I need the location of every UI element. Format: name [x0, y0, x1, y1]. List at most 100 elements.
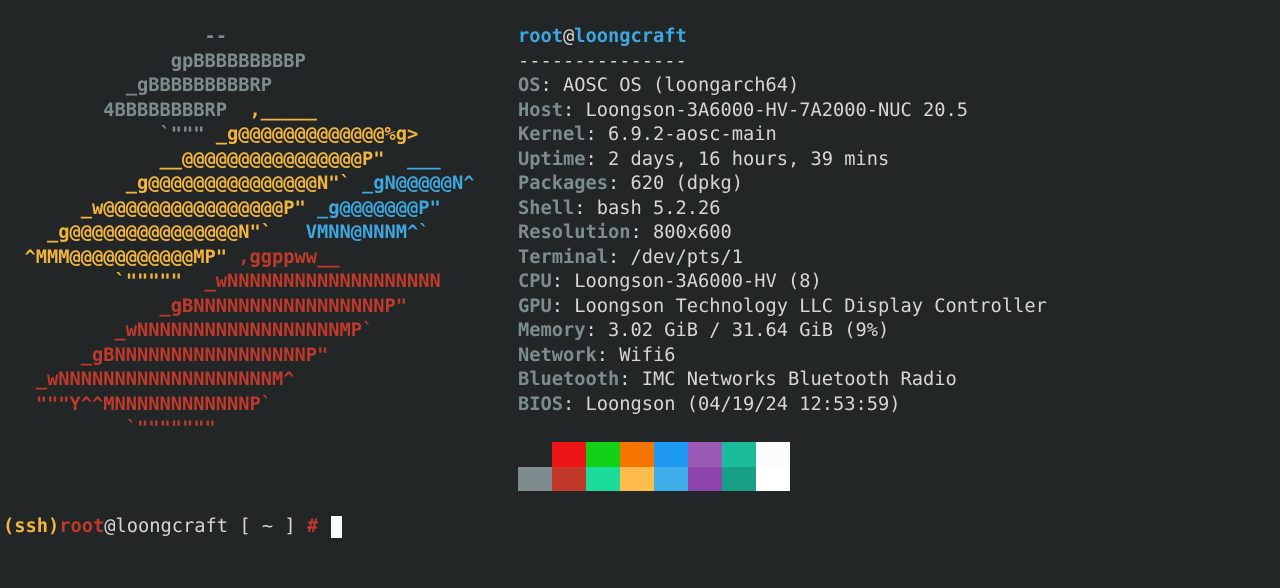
title-user: root — [518, 26, 564, 47]
palette-swatch-bright — [654, 466, 688, 491]
prompt-path: [ ~ ] — [228, 516, 307, 537]
palette-swatch-normal — [552, 442, 586, 467]
ascii-logo-line: _gBNNNNNNNNNNNNNNNNNP" — [2, 344, 329, 369]
info-value: Loongson Technology LLC Display Controll… — [574, 295, 1047, 317]
prompt-user: root — [59, 516, 105, 537]
ascii-logo-line: _wNNNNNNNNNNNNNNNNNNNM^ — [2, 368, 295, 393]
ascii-logo-segment: _gBBBBBBBBBRP — [2, 75, 273, 96]
ascii-logo-segment: _g@@@@@@@@@@@@@%g> — [215, 124, 419, 145]
info-label: BIOS — [518, 393, 564, 415]
ascii-logo-line: _g@@@@@@@@@@@@@@@N"` VMNN@NNNM^` — [2, 221, 430, 246]
info-field-os: OS: AOSC OS (loongarch64) — [518, 75, 800, 96]
prompt-ssh: (ssh) — [3, 516, 60, 537]
info-label: Resolution — [518, 222, 631, 243]
info-value: Loongson-3A6000-HV (8) — [574, 271, 822, 292]
palette-swatch-bright — [586, 466, 620, 491]
ascii-logo-segment: _g@@@@@@@P" — [317, 197, 441, 219]
ascii-logo-segment: ,_____ — [249, 99, 318, 121]
info-field-shell: Shell: bash 5.2.26 — [518, 197, 721, 219]
ascii-logo-segment: """Y^^MNNNNNNNNNNNNP` — [2, 393, 273, 415]
info-field-kernel: Kernel: 6.9.2-aosc-main — [518, 124, 777, 145]
ascii-logo-line: """Y^^MNNNNNNNNNNNNP` — [2, 393, 272, 418]
ascii-logo-segment: 4BBBBBBBBRP — [2, 99, 250, 121]
info-label: CPU — [518, 271, 552, 292]
ascii-logo-segment: VMNN@NNNM^` — [305, 222, 430, 243]
ascii-logo-line: `""""""" — [2, 417, 216, 442]
ascii-logo-segment: ^MMM@@@@@@@@@@@MP" — [2, 246, 239, 268]
info-label: Terminal — [518, 246, 609, 268]
ascii-logo-segment: _g@@@@@@@@@@@@@@@N"` — [2, 222, 306, 243]
ascii-logo-line: 4BBBBBBBBRP ,_____ — [2, 99, 317, 124]
palette-swatch-bright — [552, 466, 586, 491]
info-value: 800x600 — [653, 222, 732, 243]
info-field-host: Host: Loongson-3A6000-HV-7A2000-NUC 20.5 — [518, 99, 969, 121]
info-label: Packages — [518, 173, 609, 194]
info-label: Kernel — [518, 124, 586, 145]
info-label: Uptime — [518, 148, 586, 170]
ascii-logo-segment: gpBBBBBBBBBP — [2, 50, 306, 72]
info-label: Memory — [518, 320, 586, 341]
info-value: Wifi6 — [619, 344, 676, 366]
shell-prompt[interactable]: (ssh)root@loongcraft [ ~ ] # — [3, 515, 343, 540]
ascii-logo-line: _gBNNNNNNNNNNNNNNNNNP" — [2, 295, 408, 320]
ascii-logo-segment: _gBNNNNNNNNNNNNNNNNNP" — [2, 344, 329, 366]
info-field-terminal: Terminal: /dev/pts/1 — [518, 246, 744, 268]
info-value: bash 5.2.26 — [596, 197, 721, 219]
ascii-logo-line: _wNNNNNNNNNNNNNNNNNNMP` — [2, 319, 374, 344]
palette-swatch-normal — [586, 442, 620, 467]
palette-swatch-normal — [518, 442, 552, 467]
ascii-logo-segment: __@@@@@@@@@@@@@@@@P" — [2, 148, 408, 170]
palette-swatch-bright — [756, 466, 790, 491]
palette-swatch-bright — [688, 466, 722, 491]
info-value: 3.02 GiB / 31.64 GiB (9%) — [608, 320, 890, 341]
info-label: Shell — [518, 197, 575, 219]
info-label: Bluetooth — [518, 369, 620, 390]
palette-swatch-normal — [756, 442, 790, 467]
ascii-logo-segment: _w@@@@@@@@@@@@@@@@P" — [2, 197, 318, 219]
ascii-logo-segment: _gBNNNNNNNNNNNNNNNNNP" — [2, 295, 408, 317]
ascii-logo-segment: _gN@@@@@N^ — [362, 173, 475, 194]
text-cursor[interactable] — [331, 515, 343, 538]
title-host: loongcraft — [574, 26, 687, 47]
ascii-logo-line: `""" _g@@@@@@@@@@@@@%g> — [2, 123, 419, 148]
ascii-logo-line: _w@@@@@@@@@@@@@@@@P" _g@@@@@@@P" — [2, 197, 441, 222]
ascii-logo-segment: `""""""" — [2, 418, 216, 439]
color-palette — [518, 442, 790, 491]
ascii-logo-segment: _g@@@@@@@@@@@@@@@N"` — [2, 173, 363, 194]
title-separator: --------------- — [518, 50, 687, 72]
ascii-logo-line: _gBBBBBBBBBRP — [2, 74, 272, 99]
info-field-network: Network: Wifi6 — [518, 344, 676, 366]
info-value: 620 (dpkg) — [630, 173, 744, 194]
ascii-logo-line: gpBBBBBBBBBP — [2, 50, 306, 75]
palette-swatch-normal — [722, 442, 756, 467]
info-field-bluetooth: Bluetooth: IMC Networks Bluetooth Radio — [518, 369, 957, 390]
info-value: Loongson (04/19/24 12:53:59) — [585, 393, 901, 415]
info-field-resolution: Resolution: 800x600 — [518, 222, 732, 243]
palette-swatch-bright — [722, 466, 756, 491]
palette-swatch-normal — [654, 442, 688, 467]
palette-swatch-normal — [620, 442, 654, 467]
ascii-logo-segment: _wNNNNNNNNNNNNNNNNNNNM^ — [2, 369, 295, 390]
ascii-logo-segment: _wNNNNNNNNNNNNNNNNNNMP` — [2, 320, 374, 341]
prompt-symbol: # — [306, 516, 319, 537]
info-field-uptime: Uptime: 2 days, 16 hours, 39 mins — [518, 148, 890, 170]
ascii-logo-line: _g@@@@@@@@@@@@@@@N"` _gN@@@@@N^ — [2, 172, 475, 197]
info-field-packages: Packages: 620 (dpkg) — [518, 173, 744, 194]
ascii-logo-segment: `""" — [2, 124, 216, 145]
palette-swatch-bright — [620, 466, 654, 491]
ascii-logo-segment: _wNNNNNNNNNNNNNNNNNNN — [204, 271, 441, 292]
info-label: Host — [518, 99, 564, 121]
info-value: 2 days, 16 hours, 39 mins — [608, 148, 890, 170]
info-field-cpu: CPU: Loongson-3A6000-HV (8) — [518, 271, 822, 292]
info-field-gpu: GPU: Loongson Technology LLC Display Con… — [518, 295, 1047, 317]
prompt-host: loongcraft — [115, 516, 229, 537]
ascii-logo-line: ^MMM@@@@@@@@@@@MP" ,ggppww__ — [2, 246, 340, 271]
info-label: Network — [518, 344, 597, 366]
ascii-logo-segment: ___ — [407, 148, 441, 170]
info-value: AOSC OS (loongarch64) — [563, 75, 800, 96]
ascii-logo-segment: -- — [2, 26, 228, 47]
info-label: GPU — [518, 295, 552, 317]
info-label: OS — [518, 75, 541, 96]
info-value: Loongson-3A6000-HV-7A2000-NUC 20.5 — [585, 99, 969, 121]
palette-swatch-normal — [688, 442, 722, 467]
